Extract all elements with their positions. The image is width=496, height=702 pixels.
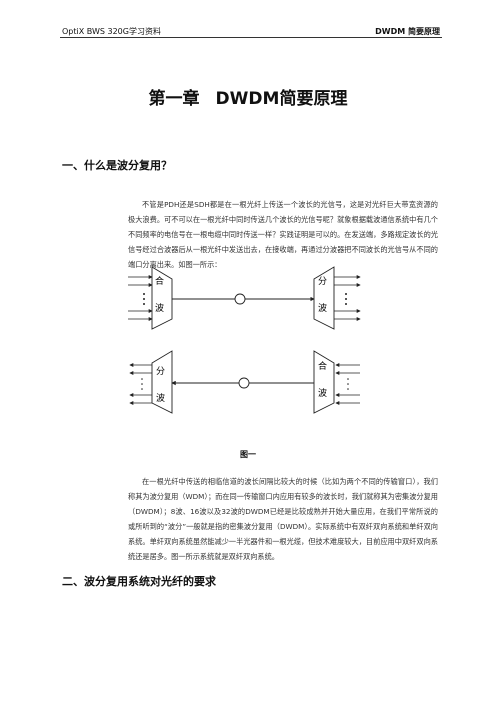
mux-block-bottom-right [313,350,335,414]
demux-block-bottom-left [151,350,173,414]
amplifier-bottom [238,377,250,389]
header-left-text: OptiX BWS 320G学习资料 [62,27,161,36]
dots-bottom-left [141,378,143,390]
mux-bottom-right-char-1: 合 [318,360,327,372]
demux-top-right-char-2: 波 [318,302,327,314]
figure-wdm-diagram: 合 波 分 波 分 波 合 波 [128,266,361,414]
output-lines-top-right [334,275,361,321]
figure-caption: 图一 [240,450,256,459]
section-heading-1: 一、什么是波分复用？ [62,159,172,172]
mux-top-left-char-1: 合 [155,275,164,287]
demux-block-top-right [313,266,335,330]
dots-top-right [345,293,347,305]
mux-bottom-right-char-2: 波 [318,387,327,399]
chapter-title: 第一章 DWDM简要原理 [0,84,496,109]
header-right-text: DWDM 简要原理 [375,27,440,36]
chapter-name: DWDM简要原理 [215,89,348,109]
output-lines-bottom-left [129,363,152,405]
demux-bottom-left-char-2: 波 [156,392,165,404]
amplifier-top [234,293,246,305]
input-lines-bottom-right [335,363,360,405]
demux-top-right-char-1: 分 [318,276,327,287]
header-divider [60,37,442,38]
input-lines-top-left [128,275,153,321]
dots-bottom-right [347,378,349,390]
chapter-number: 第一章 [148,89,200,109]
mux-block-top-left [151,266,173,330]
section-heading-2: 二、波分复用系统对光纤的要求 [62,575,216,588]
paragraph-1: 不管是PDH还是SDH都是在一根光纤上传送一个波长的光信号，这是对光纤巨大带宽资… [128,200,438,269]
mux-top-left-char-2: 波 [155,302,164,314]
dots-top-left [143,293,145,305]
demux-bottom-left-char-1: 分 [156,366,165,377]
paragraph-2: 在一根光纤中传送的相临信道的波长间隔比较大的时候（比如为两个不同的传输窗口），我… [128,477,438,561]
